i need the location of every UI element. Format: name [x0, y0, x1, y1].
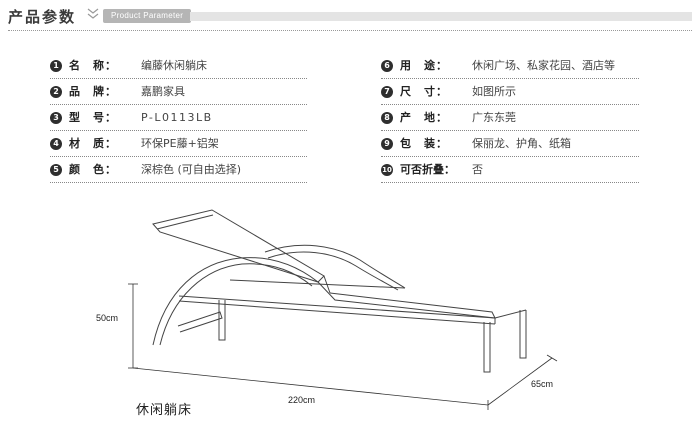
- spec-label: 用 途：: [400, 59, 448, 72]
- section-title: 产品参数: [8, 8, 77, 26]
- spec-label: 型 号：: [69, 111, 117, 124]
- length-dimension: 220cm: [288, 395, 316, 405]
- row-divider: [50, 156, 307, 157]
- spec-value: P-L0113LB: [141, 111, 213, 124]
- spec-value: 深棕色 (可自由选择): [141, 163, 242, 176]
- spec-row-name: 1 名 称： 编藤休闲躺床: [50, 57, 307, 81]
- spec-value: 否: [472, 163, 483, 176]
- header-band: [190, 12, 692, 21]
- spec-value: 保丽龙、护角、纸箱: [472, 137, 571, 150]
- row-divider: [381, 156, 639, 157]
- spec-row-color: 5 颜 色： 深棕色 (可自由选择): [50, 161, 307, 185]
- spec-row-material: 4 材 质： 环保PE藤+铝架: [50, 135, 307, 159]
- spec-row-brand: 2 品 牌： 嘉鹏家具: [50, 83, 307, 107]
- spec-value: 环保PE藤+铝架: [141, 137, 219, 150]
- number-badge: 7: [381, 86, 393, 98]
- number-badge: 5: [50, 164, 62, 176]
- spec-value: 嘉鹏家具: [141, 85, 185, 98]
- number-badge: 6: [381, 60, 393, 72]
- row-divider: [50, 78, 307, 79]
- spec-label: 颜 色：: [69, 163, 117, 176]
- spec-label: 名 称：: [69, 59, 117, 72]
- spec-label: 可否折叠：: [400, 163, 455, 176]
- row-divider: [50, 130, 307, 131]
- row-divider: [381, 182, 639, 183]
- spec-row-size: 7 尺 寸： 如图所示: [381, 83, 639, 107]
- number-badge: 8: [381, 112, 393, 124]
- spec-label: 产 地：: [400, 111, 448, 124]
- spec-value: 广东东莞: [472, 111, 516, 124]
- number-badge: 10: [381, 164, 393, 176]
- row-divider: [381, 78, 639, 79]
- number-badge: 2: [50, 86, 62, 98]
- spec-label: 尺 寸：: [400, 85, 448, 98]
- spec-row-packaging: 9 包 装： 保丽龙、护角、纸箱: [381, 135, 639, 159]
- spec-value: 如图所示: [472, 85, 516, 98]
- row-divider: [381, 130, 639, 131]
- spec-label: 包 装：: [400, 137, 448, 150]
- header-divider: [8, 30, 692, 31]
- number-badge: 3: [50, 112, 62, 124]
- double-chevron-down-icon: [87, 8, 99, 19]
- height-dimension: 50cm: [96, 313, 119, 323]
- number-badge: 4: [50, 138, 62, 150]
- section-subtitle-badge: Product Parameter: [103, 9, 192, 23]
- spec-value: 休闲广场、私家花园、酒店等: [472, 59, 615, 72]
- number-badge: 9: [381, 138, 393, 150]
- spec-value: 编藤休闲躺床: [141, 59, 207, 72]
- number-badge: 1: [50, 60, 62, 72]
- spec-row-origin: 8 产 地： 广东东莞: [381, 109, 639, 133]
- spec-row-usage: 6 用 途： 休闲广场、私家花园、酒店等: [381, 57, 639, 81]
- width-dimension: 65cm: [531, 379, 554, 389]
- spec-row-foldable: 10 可否折叠： 否: [381, 161, 639, 185]
- spec-label: 品 牌：: [69, 85, 117, 98]
- spec-row-model: 3 型 号： P-L0113LB: [50, 109, 307, 133]
- row-divider: [50, 104, 307, 105]
- product-caption: 休闲躺床: [136, 403, 193, 418]
- row-divider: [50, 182, 307, 183]
- row-divider: [381, 104, 639, 105]
- section-header: 产品参数 Product Parameter: [0, 0, 699, 34]
- spec-label: 材 质：: [69, 137, 117, 150]
